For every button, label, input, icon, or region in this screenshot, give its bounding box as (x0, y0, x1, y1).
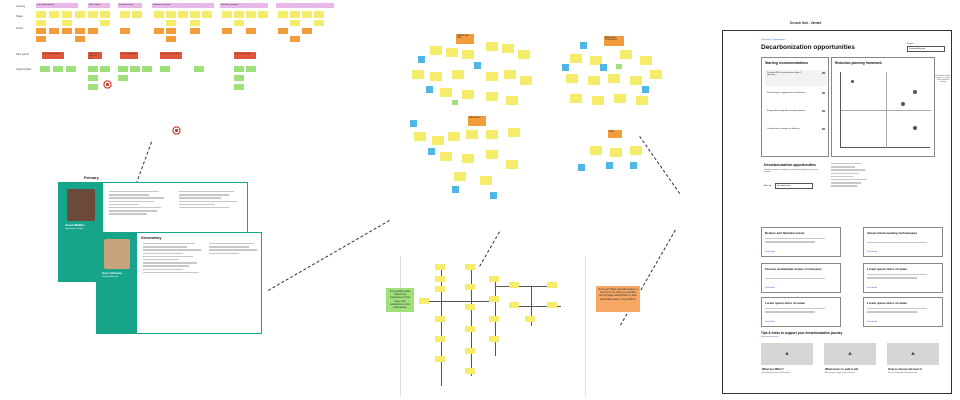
hypothesis-note: It's possible value reduce the importanc… (386, 288, 414, 312)
user-flow-diagram (400, 256, 586, 396)
persona-role: Operations manager (65, 228, 84, 230)
view-details-link[interactable]: View details (867, 251, 878, 253)
rec-item[interactable]: Start tracking the opportunities for bus… (767, 92, 825, 95)
view-details-link[interactable]: View details (765, 251, 776, 253)
recommendations-panel: Starting recommendations Purchase RECs t… (761, 57, 829, 157)
opportunity-card[interactable]: Lorem ipsum dolor sit amen View details (863, 297, 943, 327)
stage-sticky (276, 3, 334, 8)
image-placeholder-icon: ▲ (824, 343, 876, 365)
tip-card[interactable]: ▲ What levers to pull to tell Effective … (824, 343, 876, 383)
row-label: Journey (16, 5, 26, 8)
stage-sticky: Implement changes (152, 3, 214, 8)
persona-text (109, 191, 169, 217)
rec-item[interactable]: Energy efficient upgrades to existing sy… (767, 110, 825, 113)
row-label: Stage (16, 15, 23, 18)
framework-plot (840, 72, 931, 148)
cluster-header: Education (468, 116, 486, 126)
opportunity-card[interactable]: Adopt virtual meeting technologies View … (863, 227, 943, 257)
opportunity-card[interactable]: Lorem ipsum dolor sit amen View details (761, 297, 841, 327)
stage-sticky: Low understanding (36, 3, 78, 8)
plot-point[interactable] (901, 102, 905, 106)
cluster-header: Useful our tool (456, 34, 474, 44)
tips-link[interactable]: View more resources (761, 336, 779, 338)
persona-name: Cory Johnson (102, 271, 123, 275)
persona-text (209, 243, 259, 256)
stage-sticky: Goal setting (88, 3, 110, 8)
pain-sticky: Investment cost high (160, 52, 182, 59)
recommendations-title: Starting recommendations (765, 61, 808, 65)
plot-point[interactable] (913, 90, 917, 94)
framework-panel: Reduction planning framework (831, 57, 935, 157)
persona-text (179, 191, 239, 210)
opportunity-card[interactable]: Reduce and Optimize travel View details (761, 227, 841, 257)
filter-options (831, 163, 881, 189)
stage-sticky: Planning actions (118, 3, 142, 8)
persona-avatar (67, 189, 95, 221)
opportunities-header: Decarbonization opportunities Potential … (761, 161, 941, 207)
plot-point[interactable] (913, 126, 917, 130)
opportunities-desc: Potential solutions, strategies related … (764, 169, 818, 173)
opportunity-card[interactable]: Choose sustainable modes of transport Vi… (761, 263, 841, 293)
view-details-link[interactable]: View details (867, 321, 878, 323)
cluster-header: Business customers (604, 36, 624, 46)
primary-label: Primary (84, 175, 99, 180)
secondary-persona-card: Cory Johnson Sustainability lead Seconda… (96, 232, 262, 334)
view-details-link[interactable]: View details (867, 287, 878, 289)
opportunities-title: Decarbonization opportunities (764, 163, 816, 167)
framework-title: Reduction planning framework (835, 61, 882, 65)
image-placeholder-icon: ▲ (761, 343, 813, 365)
page-title: Decarbonization opportunities (761, 44, 855, 51)
search-input[interactable]: Sustainability goal (907, 46, 945, 52)
filter-label: Filter by (764, 185, 772, 187)
dashed-connector (268, 220, 390, 291)
view-details-link[interactable]: View details (765, 321, 776, 323)
filter-select[interactable]: Excluded items (775, 183, 813, 189)
target-icon (103, 80, 112, 89)
dashed-connector (639, 136, 681, 194)
target-icon (172, 126, 181, 135)
rec-item[interactable]: Consider better strategies for efficienc… (767, 128, 825, 131)
tip-card[interactable]: ▲ What are RECs? Everything you need to … (761, 343, 813, 383)
pain-sticky: Don't know where to start (88, 52, 102, 59)
persona-avatar (104, 239, 130, 269)
cluster-header: Pilot (608, 130, 622, 138)
opportunity-card[interactable]: Lorem ipsum dolor sit amen View details (863, 263, 943, 293)
persona-role: Sustainability lead (102, 276, 119, 278)
tips-title: Tips & tricks to support your decarboniz… (761, 331, 843, 335)
row-label: Opportunities (16, 68, 32, 71)
plot-point[interactable] (851, 80, 854, 83)
wireframe-frame: Go back to Opportunities Decarbonization… (722, 30, 952, 394)
row-label: Pain points (16, 53, 29, 56)
search-label: Search (907, 43, 914, 45)
board-title: Decarb Hub - Variant (790, 21, 822, 25)
persona-name: Aaron Mullins (65, 223, 85, 227)
row-label: Action (16, 27, 24, 30)
back-link[interactable]: Go back to Opportunities (761, 39, 786, 41)
image-placeholder-icon: ▲ (887, 343, 939, 365)
pain-sticky: Cost of switching (234, 52, 256, 59)
pain-sticky: Lack of knowledge (42, 52, 64, 59)
pain-sticky: Too many options (120, 52, 138, 59)
persona-text (143, 243, 203, 275)
goal-note: Our Goal: Make decarbonization a priorit… (596, 286, 640, 312)
rec-item[interactable]: Purchase RECs to achieve zero Scope 2 em… (765, 70, 827, 86)
stage-sticky: Monitoring progress (220, 3, 268, 8)
callout-note: Visualization helpful to point to a grea… (935, 75, 951, 83)
tip-card[interactable]: ▲ How to choose the best tr Search susta… (887, 343, 939, 383)
view-details-link[interactable]: View details (765, 287, 776, 289)
secondary-label: Secondary (141, 235, 162, 240)
